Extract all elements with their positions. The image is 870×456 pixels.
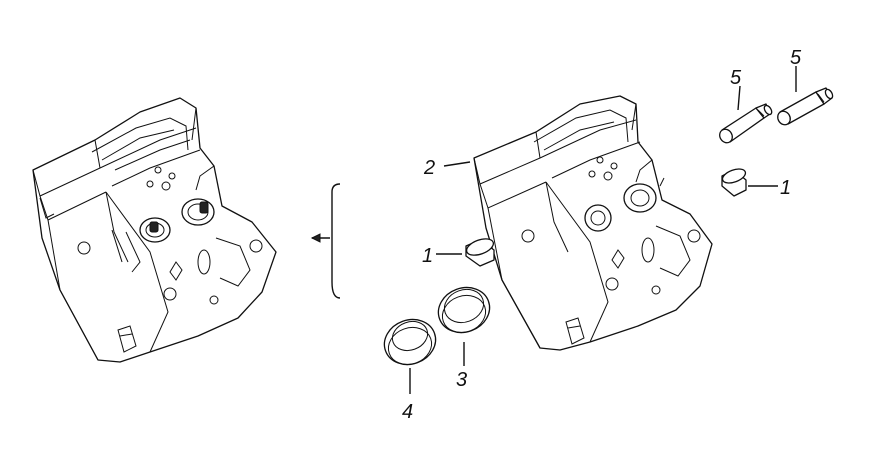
callout-labels: 5 5 1 1 2 3 4 <box>402 47 802 423</box>
callout-5-left: 5 <box>730 67 742 89</box>
assembled-cylinder-head <box>32 97 277 363</box>
valve-guide-left <box>719 103 773 144</box>
callout-1-upper: 1 <box>780 177 791 199</box>
leader-lines <box>409 66 797 394</box>
callout-4: 4 <box>402 401 413 423</box>
ring-4 <box>383 318 437 366</box>
valve-guide-right <box>777 87 834 126</box>
callout-5-right: 5 <box>790 47 802 69</box>
valve-seat-insert-upper <box>721 168 747 197</box>
grouping-bracket <box>310 183 341 299</box>
ring-3 <box>437 286 491 334</box>
callout-3: 3 <box>456 369 467 391</box>
valve-seat-insert-lower <box>465 238 495 267</box>
bare-cylinder-head <box>473 95 713 351</box>
callout-1-lower: 1 <box>422 245 433 267</box>
callout-2: 2 <box>423 157 435 179</box>
